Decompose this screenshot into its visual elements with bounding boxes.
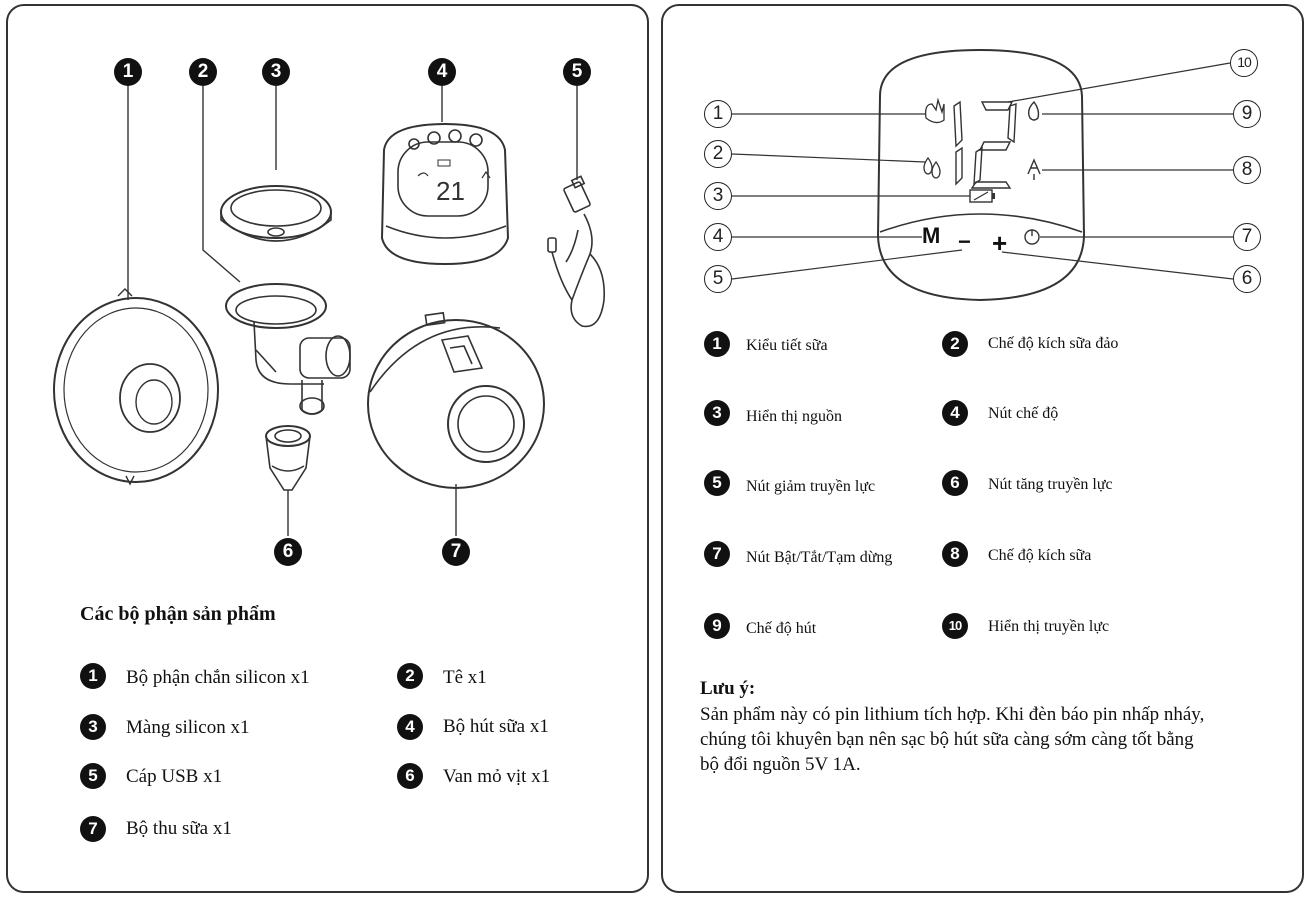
legend-number: 4: [942, 400, 968, 426]
callout-badge: 2: [189, 58, 217, 86]
callout-badge: 5: [563, 58, 591, 86]
part-number: 4: [397, 714, 423, 740]
callout-badge: 1: [114, 58, 142, 86]
note-line: chúng tôi khuyên bạn nên sạc bộ hút sữa …: [700, 729, 1194, 750]
product-parts-panel: [6, 4, 649, 893]
silicone-shield-drawing: [53, 288, 219, 486]
callout-badge: 3: [262, 58, 290, 86]
pump-unit-drawing: 21: [380, 122, 510, 266]
part-number: 6: [397, 763, 423, 789]
part-label: Màng silicon x1: [126, 717, 250, 738]
legend-number: 9: [704, 613, 730, 639]
diagram-callout: 10: [1230, 49, 1258, 77]
diagram-callout: 6: [1233, 265, 1261, 293]
legend-label: Nút giảm truyền lực: [746, 478, 876, 495]
note-line: bộ đổi nguồn 5V 1A.: [700, 754, 861, 775]
legend-number: 3: [704, 400, 730, 426]
minus-button: −: [958, 229, 971, 254]
mode-button: M: [922, 223, 941, 248]
part-number: 5: [80, 763, 106, 789]
part-number: 2: [397, 663, 423, 689]
note-line: Sản phẩm này có pin lithium tích hợp. Kh…: [700, 704, 1205, 725]
callout-badge: 6: [274, 538, 302, 566]
part-label: Cáp USB x1: [126, 766, 223, 787]
legend-number: 8: [942, 541, 968, 567]
legend-number: 2: [942, 331, 968, 357]
svg-text:21: 21: [436, 176, 465, 206]
milk-collector-drawing: [367, 311, 545, 489]
part-label: Bộ hút sữa x1: [443, 716, 549, 737]
part-number: 7: [80, 816, 106, 842]
legend-label: Nút Bật/Tắt/Tạm dừng: [746, 549, 893, 566]
legend-label: Chế độ hút: [746, 620, 817, 637]
legend-label: Hiển thị nguồn: [746, 408, 842, 425]
legend-number: 6: [942, 470, 968, 496]
legend-number: 1: [704, 331, 730, 357]
connector-tee-drawing: [225, 283, 351, 415]
legend-number: 7: [704, 541, 730, 567]
legend-label: Kiểu tiết sữa: [746, 337, 828, 354]
diagram-callout: 4: [704, 223, 732, 251]
legend-number: 5: [704, 470, 730, 496]
part-label: Van mỏ vịt x1: [443, 766, 551, 787]
diagram-callout: 1: [704, 100, 732, 128]
silicone-membrane-drawing: [220, 185, 332, 242]
diagram-callout: 3: [704, 182, 732, 210]
part-number: 3: [80, 714, 106, 740]
legend-label: Chế độ kích sữa đảo: [988, 335, 1119, 352]
legend-label: Nút chế độ: [988, 405, 1059, 422]
diagram-callout: 7: [1233, 223, 1261, 251]
legend-label: Hiển thị truyền lực: [988, 618, 1110, 635]
note-title: Lưu ý:: [700, 678, 756, 699]
legend-label: Chế độ kích sữa: [988, 547, 1092, 564]
control-panel-guide: [661, 4, 1304, 893]
part-label: Bộ thu sữa x1: [126, 818, 232, 839]
legend-label: Nút tăng truyền lực: [988, 476, 1113, 493]
diagram-callout: 5: [704, 265, 732, 293]
part-label: Bộ phận chắn silicon x1: [126, 667, 310, 688]
callout-badge: 7: [442, 538, 470, 566]
callout-badge: 4: [428, 58, 456, 86]
legend-number: 10: [942, 613, 968, 639]
parts-title: Các bộ phận sản phẩm: [80, 603, 276, 625]
duckbill-valve-drawing: [265, 425, 311, 491]
usb-cable-drawing: [547, 175, 606, 328]
diagram-callout: 2: [704, 140, 732, 168]
part-label: Tê x1: [443, 667, 487, 688]
plus-button: +: [992, 228, 1008, 258]
part-number: 1: [80, 663, 106, 689]
diagram-callout: 9: [1233, 100, 1261, 128]
diagram-callout: 8: [1233, 156, 1261, 184]
